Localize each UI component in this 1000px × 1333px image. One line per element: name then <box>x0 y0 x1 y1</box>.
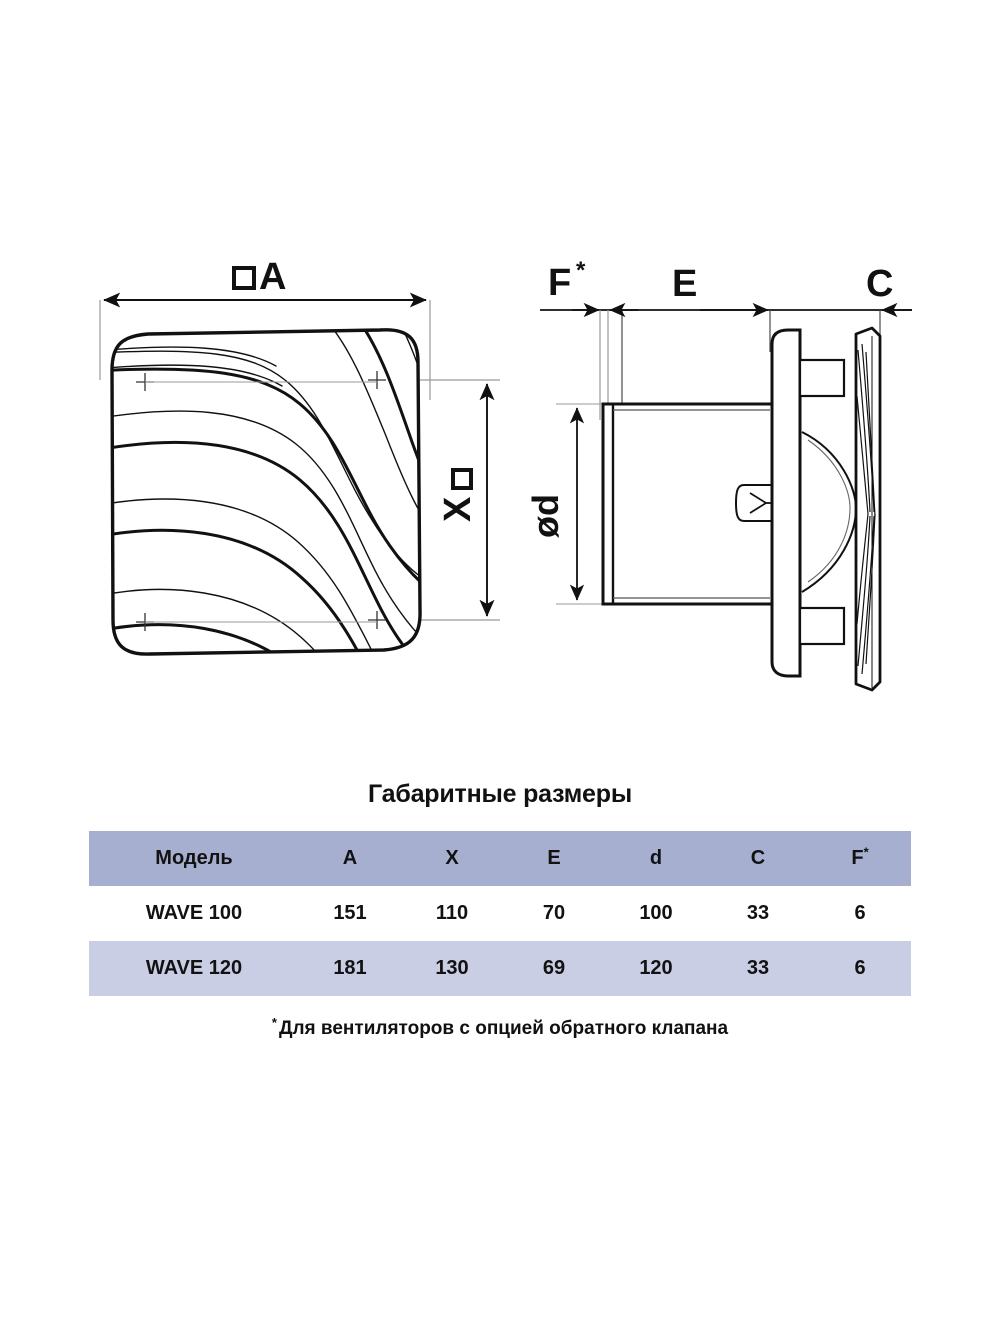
side-view-e-label-text: E <box>672 263 697 305</box>
side-view-front-cover <box>854 326 882 692</box>
side-view-f-label-text: F <box>548 262 571 304</box>
side-view-group: F * E C ød <box>525 257 912 692</box>
front-view-a-label-text: A <box>259 256 286 298</box>
technical-drawing-svg: A X <box>99 256 912 692</box>
cell-x: 110 <box>401 886 503 941</box>
table-body: WAVE 100 151 110 70 100 33 6 WAVE 120 18… <box>89 886 911 996</box>
column-header-d: d <box>605 831 707 886</box>
front-view-a-label: A <box>232 256 286 298</box>
side-view-flange-plate <box>770 328 858 678</box>
footnote-text: Для вентиляторов с опцией обратного клап… <box>278 1018 729 1039</box>
side-view-f-superscript: * <box>576 257 586 284</box>
dimensions-table-block: Габаритные размеры Модель A X E d C F* W… <box>0 760 1000 1040</box>
side-view-f-label: F * <box>548 257 586 304</box>
footnote-star-marker: * <box>271 1014 277 1030</box>
cell-c: 33 <box>707 941 809 996</box>
cell-a: 151 <box>299 886 401 941</box>
cell-c: 33 <box>707 886 809 941</box>
column-header-a: A <box>299 831 401 886</box>
table-footnote: *Для вентиляторов с опцией обратного кла… <box>0 1014 1000 1040</box>
cell-x: 130 <box>401 941 503 996</box>
table-header-row: Модель A X E d C F* <box>89 831 911 886</box>
cell-e: 69 <box>503 941 605 996</box>
table-row: WAVE 120 181 130 69 120 33 6 <box>89 941 911 996</box>
cell-f: 6 <box>809 941 911 996</box>
technical-drawing-area: A X <box>99 256 912 692</box>
side-view-d-label-text: ød <box>525 494 566 538</box>
column-header-f-letter: F <box>851 847 864 869</box>
column-header-f: F* <box>809 831 911 886</box>
table-title: Габаритные размеры <box>368 780 632 808</box>
front-view-x-label-text: X <box>437 496 479 522</box>
cell-d: 100 <box>605 886 707 941</box>
column-header-x: X <box>401 831 503 886</box>
cell-e: 70 <box>503 886 605 941</box>
side-view-latch-clip <box>734 484 776 522</box>
cell-model: WAVE 120 <box>89 941 299 996</box>
cell-a: 181 <box>299 941 401 996</box>
dimensions-table: Модель A X E d C F* WAVE 100 151 110 70 … <box>89 831 911 996</box>
side-view-c-label-text: C <box>866 263 893 305</box>
cell-d: 120 <box>605 941 707 996</box>
table-header: Модель A X E d C F* <box>89 831 911 886</box>
cell-f: 6 <box>809 886 911 941</box>
front-view-group: A X <box>99 256 500 656</box>
front-view-wave-pattern <box>112 329 421 655</box>
column-header-e: E <box>503 831 605 886</box>
column-header-model: Модель <box>89 831 299 886</box>
side-view-d-label: ød <box>525 494 566 538</box>
column-header-f-superscript: * <box>863 844 869 860</box>
front-view-x-label: X <box>437 468 479 522</box>
cell-model: WAVE 100 <box>89 886 299 941</box>
column-header-c: C <box>707 831 809 886</box>
table-row: WAVE 100 151 110 70 100 33 6 <box>89 886 911 941</box>
